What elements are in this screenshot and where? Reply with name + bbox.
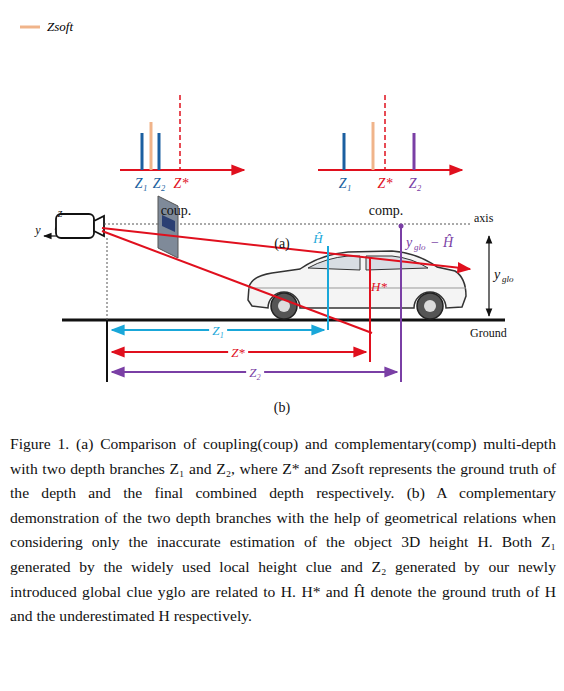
depth-label: Z*	[174, 177, 189, 191]
height-label: Ĥ	[313, 232, 322, 245]
depth-label: Z*	[228, 346, 248, 359]
legend-text: Zsoft	[47, 20, 73, 33]
figure-caption: Figure 1. (a) Comparison of coupling(cou…	[10, 432, 556, 629]
projection-ray	[102, 228, 470, 269]
depth-bar	[413, 133, 416, 170]
depth-label: Z₁	[209, 324, 227, 337]
depth-label: Z₁	[135, 177, 148, 191]
subscript: glo	[414, 243, 426, 252]
global-clue-point	[399, 224, 404, 229]
car-hub	[424, 300, 436, 312]
car-wheel	[417, 293, 443, 319]
depth-bar	[158, 133, 161, 170]
depth-axis	[120, 169, 244, 171]
origin-line	[106, 320, 108, 382]
truth-depth-line	[384, 95, 386, 170]
depth-label: Z₂	[409, 177, 422, 191]
axis-label: z	[58, 207, 63, 219]
height-label: − Ĥ	[430, 236, 453, 250]
depth-axis	[318, 169, 462, 171]
height-label: H*	[371, 280, 387, 293]
height-label: y	[494, 268, 500, 282]
depth-bar	[343, 133, 346, 170]
depth-label: Z₂	[153, 177, 166, 191]
projection-ray	[102, 231, 372, 333]
panel-tag: (a)	[274, 237, 290, 251]
truth-depth-line	[179, 95, 181, 170]
panel-title: comp.	[369, 204, 404, 218]
subscript: glo	[502, 275, 514, 284]
panel-tag: (b)	[274, 401, 290, 415]
car-trim	[248, 288, 466, 289]
soft-depth-bar	[372, 122, 375, 170]
ground-label: Ground	[470, 327, 507, 339]
axis-label: y	[35, 224, 40, 236]
global-clue-line	[400, 226, 402, 382]
soft-depth-bar	[150, 122, 153, 170]
height-dimension	[488, 236, 489, 316]
height-label: y	[406, 236, 412, 250]
depth-label: Z*	[378, 177, 393, 191]
legend-sample	[20, 26, 40, 29]
camera-drop-line	[107, 238, 108, 320]
panel-title: coup.	[161, 204, 192, 218]
camera-lens	[94, 216, 104, 236]
depth-bar	[141, 133, 144, 170]
depth-label: Z₁	[339, 177, 352, 191]
estimated-height-line	[327, 246, 329, 330]
axis-label: axis	[474, 212, 493, 224]
depth-label: Z₂	[246, 366, 264, 379]
truth-depth-line	[369, 257, 371, 362]
